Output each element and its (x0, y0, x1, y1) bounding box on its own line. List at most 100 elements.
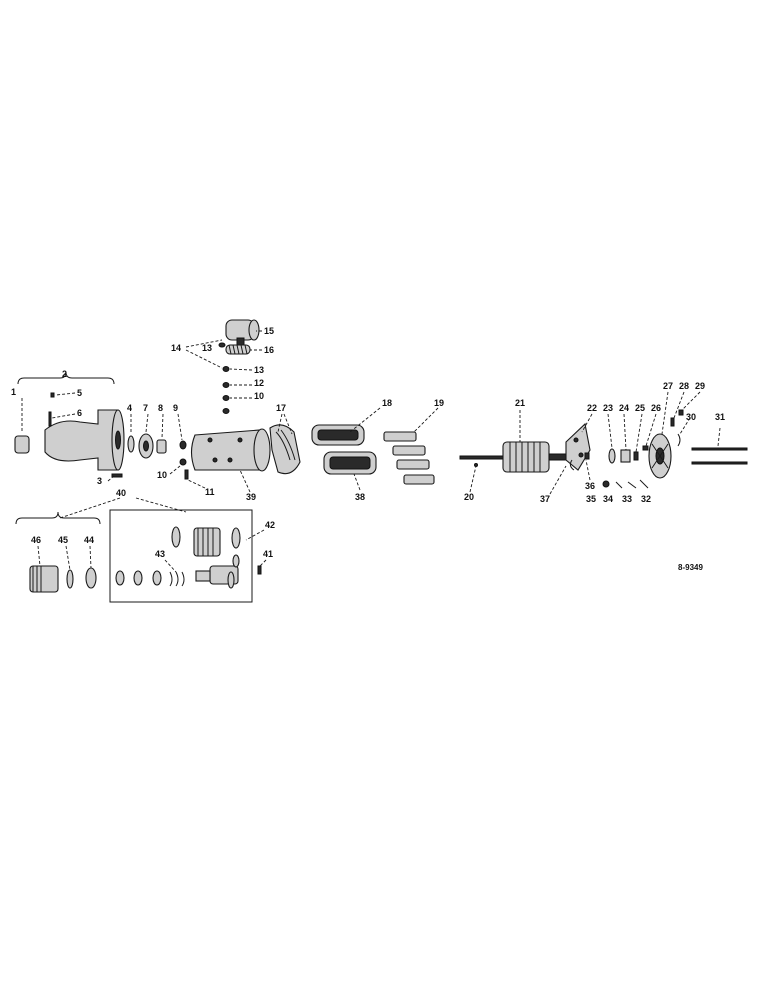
callout-3: 3 (97, 476, 102, 486)
callout-22: 22 (587, 403, 597, 413)
callout-37: 37 (540, 494, 550, 504)
part-1-pin (14, 435, 30, 454)
drawing-number: 8-9349 (678, 563, 703, 572)
part-27-end-frame (648, 433, 672, 479)
part-33-washer (627, 481, 637, 489)
part-36-screw (584, 452, 590, 460)
part-6-pin (48, 411, 52, 427)
part-32-screw (639, 479, 649, 489)
part-17-pole-shoes (269, 424, 301, 475)
callout-9: 9 (173, 403, 178, 413)
part-9-washer (179, 440, 187, 450)
part-18-field-coil (311, 424, 365, 446)
part-23-washer (608, 448, 616, 464)
part-28-pin (670, 417, 675, 427)
callout-labels: 1 2 3 4 5 6 7 8 9 10 11 12 13 14 15 16 1… (11, 326, 725, 559)
callout-46: 46 (31, 535, 41, 545)
part-13-washer-a (218, 342, 226, 348)
callout-45: 45 (58, 535, 68, 545)
part-8-bushing (156, 439, 167, 454)
callout-10-secondary: 10 (254, 391, 264, 401)
part-24-bushing (620, 449, 631, 463)
part-38-field-coil (323, 451, 377, 475)
callout-21: 21 (515, 398, 525, 408)
callout-32: 32 (641, 494, 651, 504)
part-16-spring (225, 344, 251, 355)
part-7-plate (138, 433, 154, 459)
callout-33: 33 (622, 494, 632, 504)
part-13-washer-b (222, 382, 230, 388)
part-37-spring (569, 459, 575, 471)
part-3-bolt (111, 473, 123, 478)
callout-11: 11 (205, 487, 215, 497)
callout-40: 40 (116, 488, 126, 498)
part-14-nut (222, 366, 230, 372)
part-25-pin (633, 451, 639, 461)
part-45-ring (66, 569, 74, 589)
callout-12: 12 (254, 378, 264, 388)
callout-13: 13 (254, 365, 264, 375)
part-43-spring-washers (115, 570, 185, 587)
part-12-washer (222, 395, 230, 401)
part-44-collar (85, 567, 97, 589)
callout-16: 16 (264, 345, 274, 355)
part-34-washer (615, 481, 623, 489)
part-19-brushes (383, 431, 435, 485)
callout-39: 39 (246, 492, 256, 502)
part-11-screw (184, 469, 189, 480)
callout-13-secondary: 13 (202, 343, 212, 353)
callout-28: 28 (679, 381, 689, 391)
part-22-end-plate (565, 422, 591, 471)
callout-17: 17 (276, 403, 286, 413)
callout-5: 5 (77, 388, 82, 398)
callout-14: 14 (171, 343, 181, 353)
callout-31: 31 (715, 412, 725, 422)
part-10-washer-b (222, 408, 230, 414)
part-35-nut (602, 480, 610, 488)
part-15-solenoid (225, 319, 260, 346)
callout-4: 4 (127, 403, 132, 413)
callout-29: 29 (695, 381, 705, 391)
callout-7: 7 (143, 403, 148, 413)
callout-26: 26 (651, 403, 661, 413)
part-group-box (109, 509, 253, 603)
part-5-screw (50, 392, 55, 398)
callout-35: 35 (586, 494, 596, 504)
part-30-clip (677, 433, 681, 447)
callout-10: 10 (157, 470, 167, 480)
callout-42: 42 (265, 520, 275, 530)
callout-8: 8 (158, 403, 163, 413)
callout-34: 34 (603, 494, 613, 504)
part-41-pin (257, 565, 262, 575)
callout-20: 20 (464, 492, 474, 502)
callout-30: 30 (686, 412, 696, 422)
part-10-washer (179, 458, 187, 466)
leader-lines (15, 330, 721, 573)
part-2-drive-housing (44, 409, 125, 471)
part-31-bolt-a (691, 447, 748, 451)
callout-6: 6 (77, 408, 82, 418)
part-42-drive-assembly (171, 526, 241, 589)
callout-43: 43 (155, 549, 165, 559)
callout-24: 24 (619, 403, 629, 413)
callout-18: 18 (382, 398, 392, 408)
callout-25: 25 (635, 403, 645, 413)
callout-23: 23 (603, 403, 613, 413)
callout-1: 1 (11, 387, 16, 397)
callout-15: 15 (264, 326, 274, 336)
part-39-field-frame (190, 428, 271, 472)
part-21-armature (502, 441, 570, 473)
callout-27: 27 (663, 381, 673, 391)
callout-19: 19 (434, 398, 444, 408)
part-26-screw (642, 445, 649, 451)
part-29-screw (678, 409, 684, 416)
callout-2: 2 (62, 369, 67, 379)
callout-44: 44 (84, 535, 94, 545)
part-31-bolt-b (691, 461, 748, 465)
callout-41: 41 (263, 549, 273, 559)
part-46-drive-sleeve (29, 565, 59, 593)
part-4-washer (127, 435, 135, 453)
callout-38: 38 (355, 492, 365, 502)
